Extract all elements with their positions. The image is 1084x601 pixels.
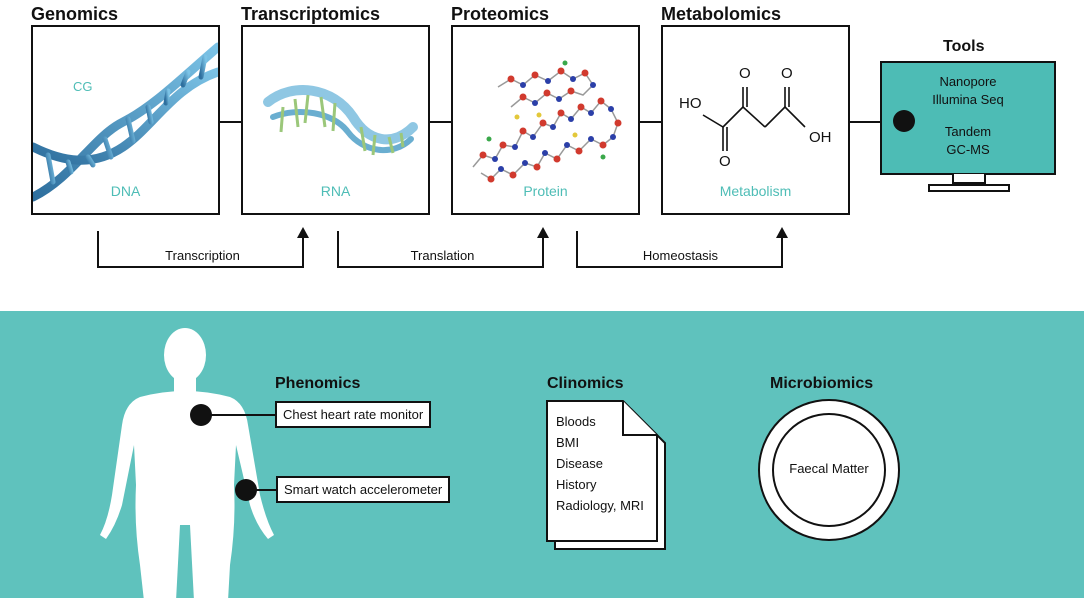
microbiomics-heading: Microbiomics [770,375,874,392]
genomics-heading: Genomics [31,4,119,24]
tools-list: Nanopore Illumina Seq Tandem GC-MS [882,73,1054,159]
cg-label: CG [73,79,93,94]
translation-label: Translation [410,248,475,263]
chest-sensor-dot [190,404,212,426]
tool-item: GC-MS [946,142,990,157]
tools-heading: Tools [943,38,985,55]
transcription-label: Transcription [165,248,240,263]
molecule-ho-label: HO [679,95,702,112]
molecule-o-label: O [739,65,751,82]
clinical-record-document-icon [546,400,666,550]
petri-dish-inner-ring: Faecal Matter [772,413,886,527]
clinical-item: Bloods [556,414,596,429]
clinical-record-list: Bloods BMI Disease History Radiology, MR… [556,411,644,516]
data-sources-panel: Phenomics Chest heart rate monitor Smart… [0,311,1084,601]
clinical-item: History [556,477,597,492]
connector-line [210,414,276,416]
monitor-neck [952,174,986,184]
proteomics-box: Protein [451,25,640,215]
proteomics-heading: Proteomics [451,4,550,24]
dna-caption: DNA [110,183,141,199]
tool-item: Tandem [944,124,992,139]
metabolomics-box: HO O O O OH Metabolism [661,25,850,215]
tool-item: Illumina Seq [932,92,1004,107]
monitor-stand [928,184,1010,192]
chest-heart-rate-monitor-label: Chest heart rate monitor [275,401,432,428]
wrist-sensor-dot [235,479,257,501]
molecule-o-label: O [781,65,793,82]
faecal-matter-label: Faecal Matter [789,461,869,476]
connector-line [429,121,451,123]
protein-caption: Protein [523,183,568,199]
tools-connector-dot [893,110,915,132]
homeostasis-label: Homeostasis [642,248,719,263]
molecule-oh-label: OH [809,129,832,146]
petri-dish-icon: Faecal Matter [758,399,900,541]
protein-illustration [472,60,622,183]
connector-line [639,121,661,123]
connector-line [219,121,241,123]
process-arrows [97,227,788,268]
tool-item: Nanopore [939,74,997,89]
dna-helix-illustration [33,42,218,202]
clinical-item: BMI [556,435,580,450]
rna-caption: RNA [320,183,351,199]
transcriptomics-heading: Transcriptomics [241,4,381,24]
molecule-o-label: O [719,153,731,170]
clinical-item: Radiology, MRI [556,498,644,513]
oxaloacetate-structure [702,87,806,151]
transcriptomics-box: RNA [241,25,430,215]
metabolism-caption: Metabolism [719,183,792,199]
genomics-box: CG DNA [31,25,220,215]
clinical-item: Disease [556,456,603,471]
clinomics-heading: Clinomics [547,375,624,392]
smart-watch-accelerometer-label: Smart watch accelerometer [276,476,451,503]
human-silhouette-icon [100,328,274,601]
connector-line [849,121,897,123]
metabolomics-heading: Metabolomics [661,4,782,24]
rna-illustration [263,85,418,156]
connector-line [255,489,277,491]
phenomics-heading: Phenomics [275,375,361,392]
